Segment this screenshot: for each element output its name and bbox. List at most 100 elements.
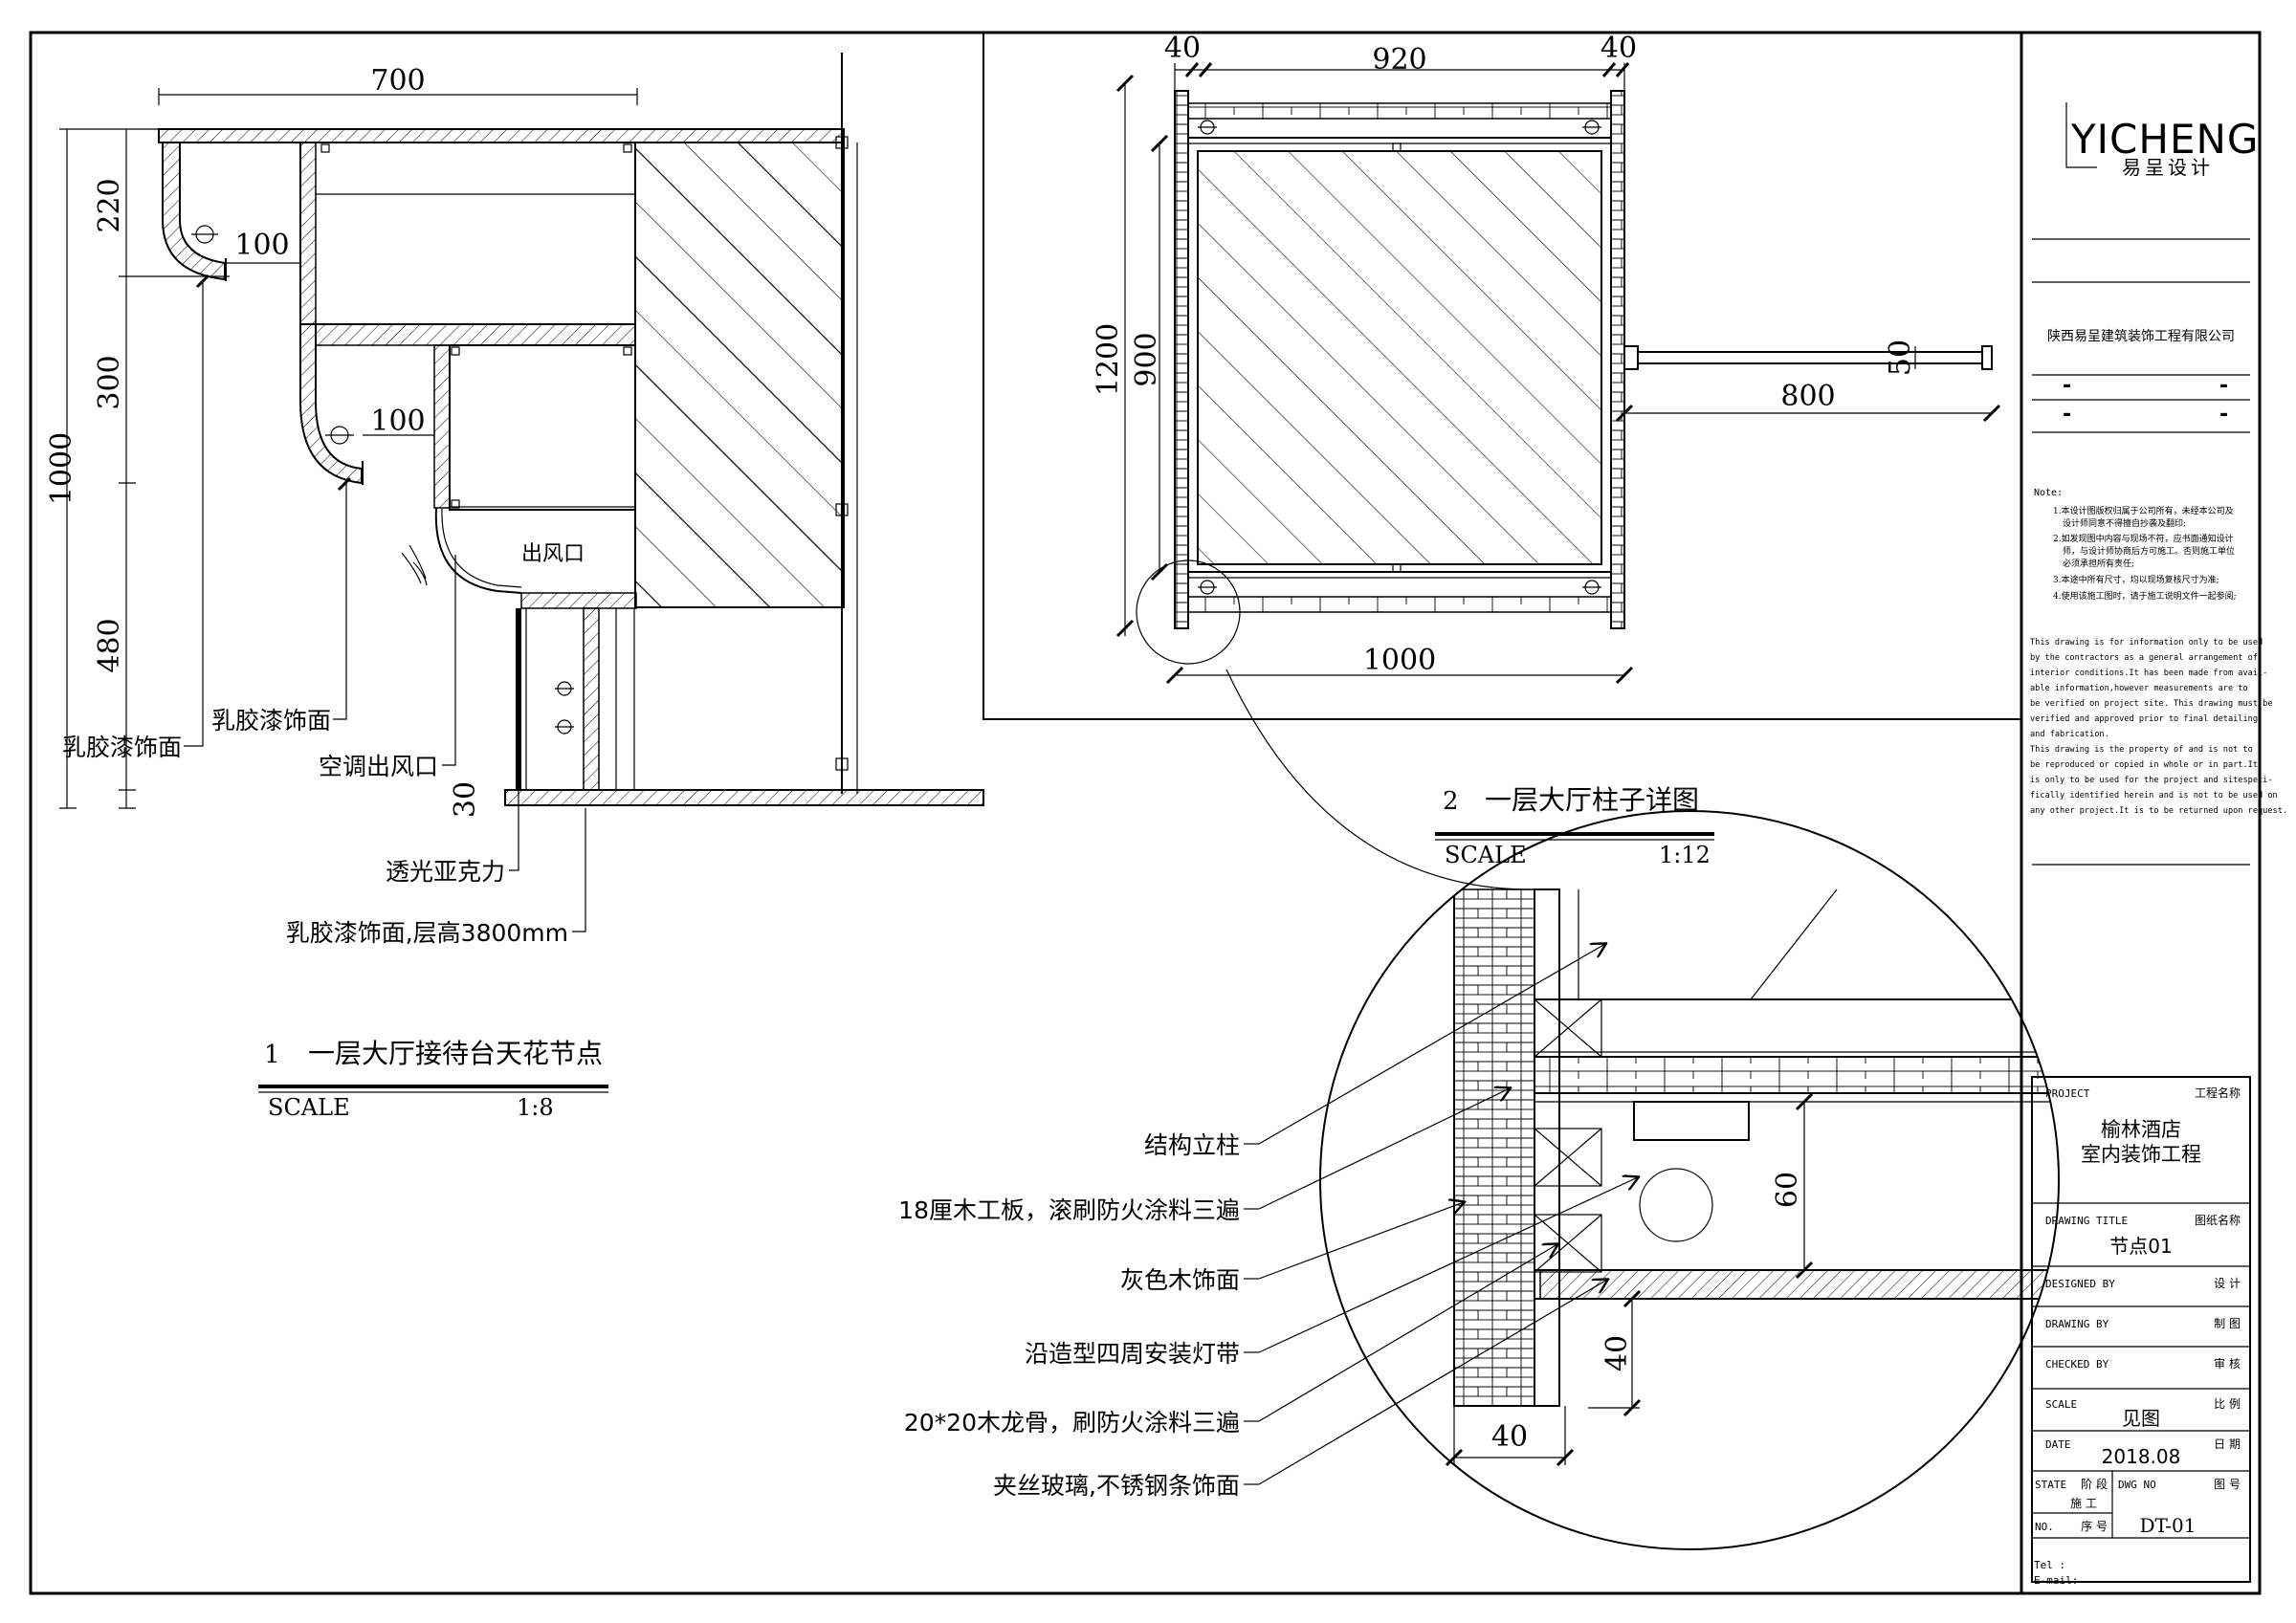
designed-by-en: DESIGNED BY <box>2045 1278 2115 1290</box>
dim-1000: 1000 <box>45 432 78 505</box>
project-label-cn: 工程名称 <box>2195 1086 2241 1100</box>
state-cn-2: 施 工 <box>2070 1497 2097 1510</box>
detail2-drawing <box>1174 90 1993 629</box>
note-cn-4: 师，与设计师协商后方可施工。否则施工单位 <box>2063 545 2235 557</box>
dash-1-right: - <box>2219 374 2228 398</box>
note-en-5: be verified on project site. This drawin… <box>2030 699 2273 709</box>
drawing-title-en: DRAWING TITLE <box>2045 1215 2128 1227</box>
callout-label-wired-glass: 夹丝玻璃,不锈钢条饰面 <box>993 1472 1240 1500</box>
note-cn-3: 2.如发现图中内容与现场不符，应书面通知设计 <box>2053 533 2234 544</box>
note-en-3: interior conditions.It has been made fro… <box>2030 669 2267 678</box>
dim-30: 30 <box>449 781 482 818</box>
detail1-annotations: 出风口 乳胶漆饰面 乳胶漆饰面 空调出风口 透光亚克力 乳胶漆饰面,层高3800… <box>62 279 586 947</box>
detail2-title: 2 一层大厅柱子详图 SCALE 1:12 <box>1435 784 1714 868</box>
scale-value: 见图 <box>2122 1407 2160 1430</box>
dim-d2-50: 50 <box>1884 340 1917 376</box>
note-cn-1: 1.本设计图版权归属于公司所有，未经本公司及 <box>2053 505 2234 516</box>
note-en-9: be reproduced or copied in whole or in p… <box>2030 760 2258 770</box>
designed-by-cn: 设 计 <box>2214 1277 2241 1290</box>
date-en: DATE <box>2045 1438 2071 1451</box>
label-latex-height: 乳胶漆饰面,层高3800mm <box>286 919 568 947</box>
company-logo: YICHENG 易呈设计 <box>2065 102 2259 179</box>
dim-d2-800: 800 <box>1780 380 1835 413</box>
note-cn-2: 设计师同意不得擅自抄袭及翻印; <box>2063 517 2186 529</box>
detail1-title-text: 一层大厅接待台天花节点 <box>308 1038 603 1069</box>
callout-label-plywood: 18厘木工板，滚刷防火涂料三遍 <box>898 1196 1240 1224</box>
drawing-title-value: 节点01 <box>2109 1235 2172 1258</box>
dim-d2-1000: 1000 <box>1363 644 1436 677</box>
detail2-number: 2 <box>1443 787 1459 816</box>
detail2-scale-value: 1:12 <box>1659 842 1711 868</box>
detail1-drawing <box>158 53 984 806</box>
checked-by-en: CHECKED BY <box>2045 1358 2109 1371</box>
note-en-10: is only to be used for the project and s… <box>2030 776 2273 785</box>
no-en: NO. <box>2035 1521 2054 1533</box>
state-en: STATE <box>2035 1479 2066 1491</box>
dash-2-right: - <box>2219 403 2228 427</box>
dim-callout-40-vert: 40 <box>1601 1335 1634 1371</box>
scale-cn: 比 例 <box>2214 1397 2241 1411</box>
dim-d2-1200: 1200 <box>1092 323 1125 396</box>
state-cn-1: 阶 段 <box>2081 1477 2108 1491</box>
dwg-no-value: DT-01 <box>2139 1514 2196 1537</box>
note-title: Note: <box>2034 488 2063 498</box>
drawing-by-en: DRAWING BY <box>2045 1318 2109 1330</box>
detail2-dimensions: 40 920 40 1200 900 800 50 1000 <box>1092 32 2001 685</box>
callout-label-grey-wood: 灰色木饰面 <box>1120 1266 1240 1294</box>
callout-label-light-strip: 沿造型四周安装灯带 <box>1025 1340 1240 1368</box>
dim-d2-40-left: 40 <box>1164 32 1201 65</box>
checked-by-cn: 审 核 <box>2214 1356 2241 1371</box>
label-latex-1: 乳胶漆饰面 <box>62 734 182 761</box>
callout-label-structural-column: 结构立柱 <box>1144 1131 1240 1159</box>
callout-labels: 结构立柱 18厘木工板，滚刷防火涂料三遍 灰色木饰面 沿造型四周安装灯带 20*… <box>898 1131 1240 1500</box>
scale-en: SCALE <box>2045 1398 2077 1411</box>
note-en-11: fically identified herein and is not to … <box>2030 791 2278 801</box>
logo-text: YICHENG <box>2070 116 2259 163</box>
drawing-by-cn: 制 图 <box>2214 1317 2241 1330</box>
note-en-1: This drawing is for information only to … <box>2030 638 2263 647</box>
project-name-1: 榆林酒店 <box>2101 1118 2181 1141</box>
note-cn-6: 3.本途中所有尺寸，均以现场复核尺寸为准; <box>2053 574 2219 585</box>
detail1-dimensions: 700 1000 220 300 480 30 100 100 <box>45 64 638 818</box>
titleblock: YICHENG 易呈设计 陕西易呈建筑装饰工程有限公司 - - - - Note… <box>2030 102 2287 1587</box>
tel: Tel : <box>2034 1559 2065 1571</box>
dim-callout-60: 60 <box>1771 1172 1804 1208</box>
label-outlet: 出风口 <box>521 542 585 566</box>
dim-480: 480 <box>93 618 126 672</box>
dim-300: 300 <box>93 355 126 409</box>
dash-1-left: - <box>2063 374 2071 398</box>
label-acrylic: 透光亚克力 <box>386 858 505 886</box>
detail1-title: 1 一层大厅接待台天花节点 SCALE 1:8 <box>258 1038 608 1121</box>
note-cn-7: 4.使用该施工图时，请于施工说明文件一起参阅; <box>2053 590 2237 602</box>
callout-leaders <box>1244 944 1638 1485</box>
label-ac-outlet: 空调出风口 <box>319 753 438 780</box>
date-cn: 日 期 <box>2214 1437 2241 1451</box>
note-cn-5: 必须承担所有责任; <box>2063 558 2134 569</box>
drawing-title-cn: 图纸名称 <box>2195 1213 2241 1227</box>
email: E-mail: <box>2034 1574 2078 1587</box>
detail1-number: 1 <box>264 1041 280 1069</box>
dwg-no-en: DWG NO <box>2118 1479 2156 1491</box>
logo-subtext: 易呈设计 <box>2122 156 2214 179</box>
note-en-8: This drawing is the property of and is n… <box>2030 745 2253 755</box>
dim-d2-900: 900 <box>1130 332 1163 386</box>
dim-220: 220 <box>93 178 126 232</box>
detail2-title-text: 一层大厅柱子详图 <box>1485 784 1699 816</box>
note-en-12: any other project.It is to be returned u… <box>2030 806 2287 816</box>
note-en-2: by the contractors as a general arrangem… <box>2030 653 2258 663</box>
note-en-6: verified and approved prior to final det… <box>2030 714 2258 724</box>
callout-label-wood-keel: 20*20木龙骨，刷防火涂料三遍 <box>904 1409 1240 1437</box>
dim-d2-920: 920 <box>1372 43 1426 77</box>
no-cn: 序 号 <box>2081 1519 2108 1533</box>
note-en-4: able information,however measurements ar… <box>2030 684 2248 693</box>
callout-drawing: 60 40 40 <box>1136 559 2060 1550</box>
dim-callout-40-horiz: 40 <box>1491 1420 1528 1454</box>
project-label-en: PROJECT <box>2045 1087 2090 1100</box>
label-latex-2: 乳胶漆饰面 <box>211 707 331 735</box>
dash-2-left: - <box>2063 403 2071 427</box>
detail1-scale-value: 1:8 <box>517 1094 554 1121</box>
detail2-frame <box>982 32 2022 720</box>
dwg-no-cn: 图 号 <box>2214 1478 2241 1491</box>
date-value: 2018.08 <box>2102 1445 2181 1468</box>
